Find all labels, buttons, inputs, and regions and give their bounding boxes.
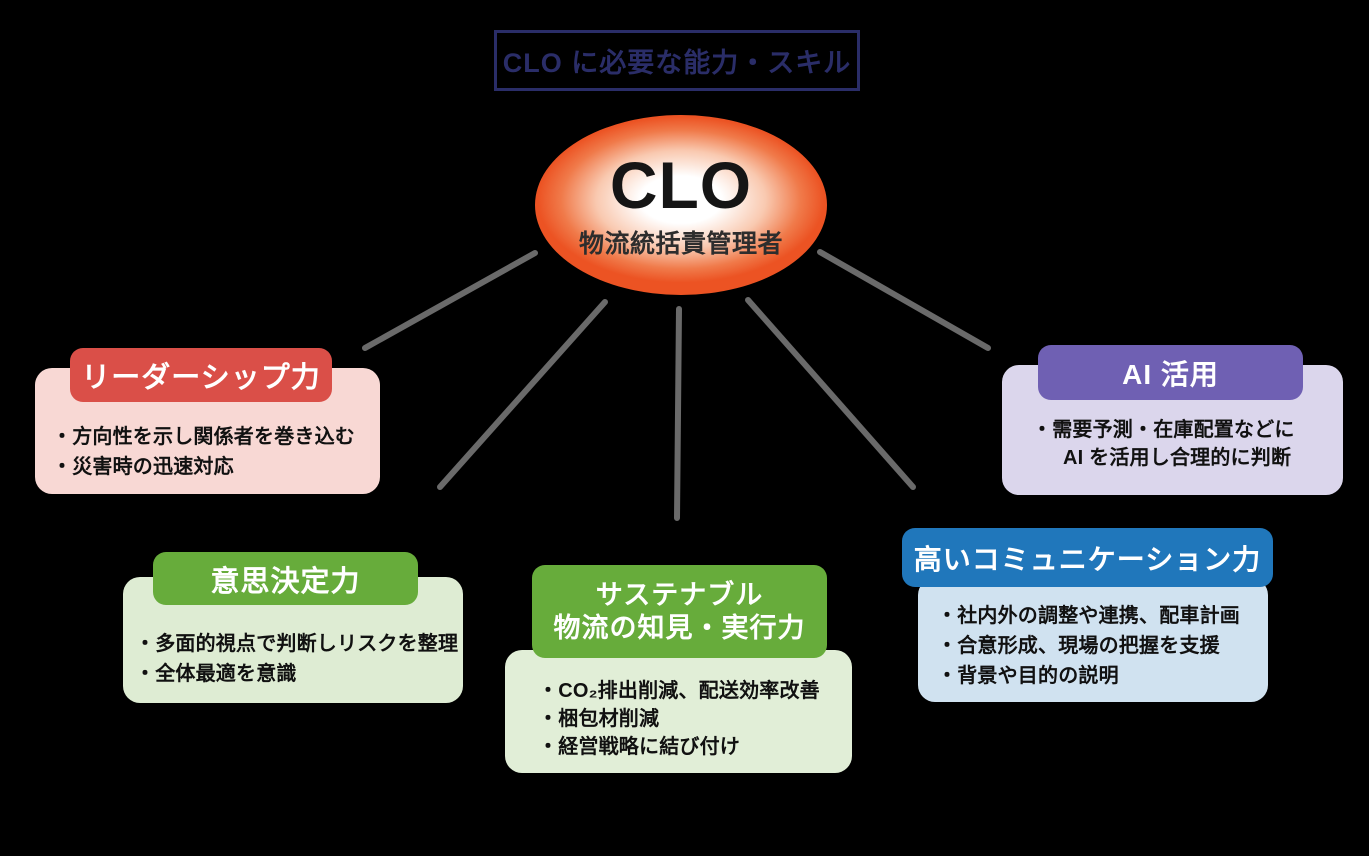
bullet-item: ・背景や目的の説明 [937, 665, 1119, 687]
connector-line-communication [745, 297, 916, 490]
bullet-item: ・方向性を示し関係者を巻き込む [52, 426, 355, 448]
bullet-item: ・全体最適を意識 [135, 663, 297, 685]
skill-card-sustainable-title-line1: サステナブル [595, 579, 764, 610]
connector-line-sustainable [674, 306, 682, 521]
bullet-item: ・CO₂排出削減、配送効率改善 [538, 680, 820, 702]
diagram-title-label: CLO に必要な能力・スキル [502, 48, 852, 78]
bullet-item: ・梱包材削減 [538, 708, 660, 730]
connector-line-ai [817, 249, 991, 351]
skill-card-leadership-title: リーダーシップ力 [81, 362, 321, 394]
skill-card-decision-title: 意思決定力 [210, 565, 361, 598]
skill-card-decision-header: 意思決定力 [153, 552, 418, 605]
bullet-item: ・需要予測・在庫配置などに [1032, 419, 1295, 441]
bullet-item: ・社内外の調整や連携、配車計画 [937, 605, 1240, 627]
skill-card-ai-header: AI 活用 [1038, 345, 1303, 400]
bullet-item: ・合意形成、現場の把握を支援 [937, 635, 1220, 657]
bullet-item: ・多面的視点で判断しリスクを整理 [135, 633, 459, 655]
skill-card-communication-title: 高いコミュニケーション力 [913, 543, 1262, 575]
bullet-item-continuation: AI を活用し合理的に判断 [1063, 447, 1292, 469]
diagram-title: CLO に必要な能力・スキル [494, 30, 860, 91]
skill-card-leadership-header: リーダーシップ力 [70, 348, 332, 402]
skill-card-leadership-body: ・方向性を示し関係者を巻き込む ・災害時の迅速対応 [35, 368, 380, 494]
skill-card-sustainable-header: サステナブル 物流の知見・実行力 [532, 565, 827, 658]
bullet-item: ・経営戦略に結び付け [538, 736, 740, 758]
clo-acronym: CLO [609, 148, 753, 222]
bullet-item: ・災害時の迅速対応 [52, 456, 234, 478]
skill-card-sustainable-body: ・CO₂排出削減、配送効率改善 ・梱包材削減 ・経営戦略に結び付け [505, 650, 852, 773]
skill-card-ai-title: AI 活用 [1122, 358, 1219, 390]
connector-line-leadership [362, 250, 538, 351]
connector-line-decision [437, 299, 608, 490]
skill-card-communication-body: ・社内外の調整や連携、配車計画 ・合意形成、現場の把握を支援 ・背景や目的の説明 [918, 578, 1268, 702]
skill-card-communication-header: 高いコミュニケーション力 [902, 528, 1273, 587]
clo-center-ellipse: CLO 物流統括責管理者 [535, 115, 827, 295]
skill-card-sustainable-title-line2: 物流の知見・実行力 [553, 612, 806, 643]
clo-subtitle: 物流統括責管理者 [578, 230, 783, 258]
